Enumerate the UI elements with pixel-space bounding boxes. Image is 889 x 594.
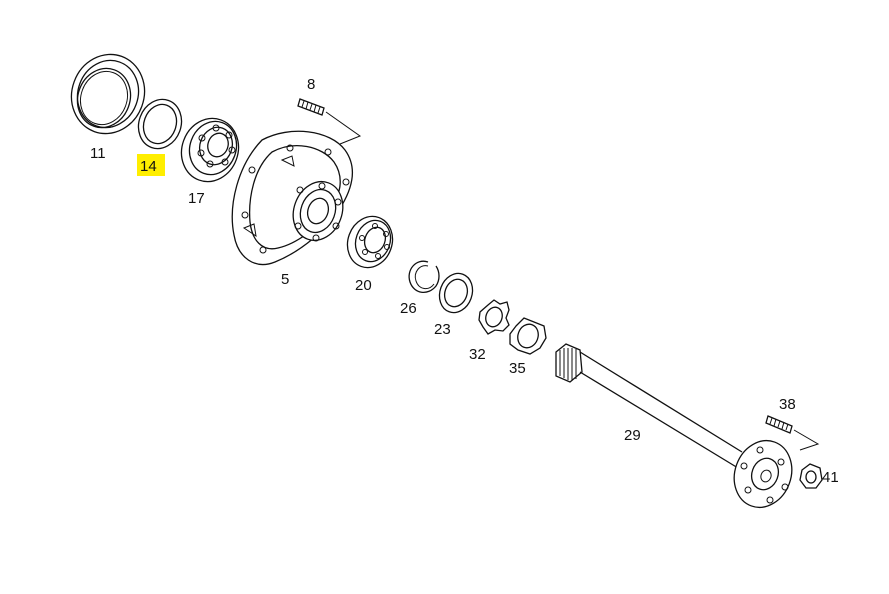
part-38-stud[interactable]: [765, 415, 820, 451]
label-26[interactable]: 26: [400, 300, 417, 317]
label-20[interactable]: 20: [355, 277, 372, 294]
part-41-wheel-nut[interactable]: [799, 463, 823, 489]
part-23-washer[interactable]: [434, 269, 478, 318]
label-11[interactable]: 11: [90, 145, 106, 162]
label-5[interactable]: 5: [281, 271, 289, 288]
label-35[interactable]: 35: [509, 360, 526, 377]
part-26-snap-ring[interactable]: [408, 260, 440, 293]
part-14-sealing-ring[interactable]: [132, 93, 189, 154]
label-29[interactable]: 29: [624, 427, 641, 444]
part-32-lock-washer[interactable]: [478, 299, 510, 335]
highlight-marker: [137, 154, 165, 176]
part-8-stud[interactable]: [297, 98, 362, 145]
part-17-bearing[interactable]: [173, 110, 248, 189]
part-35-nut[interactable]: [509, 317, 547, 355]
part-29-axle-shaft[interactable]: [555, 343, 801, 516]
label-32[interactable]: 32: [469, 346, 486, 363]
part-5-hub-flange[interactable]: [231, 130, 354, 266]
label-17[interactable]: 17: [188, 190, 205, 207]
part-20-bearing[interactable]: [340, 210, 399, 274]
label-14[interactable]: 14: [140, 158, 157, 175]
label-23[interactable]: 23: [434, 321, 451, 338]
part-11-seal-cover[interactable]: [60, 44, 155, 144]
label-8[interactable]: 8: [307, 76, 315, 93]
label-38[interactable]: 38: [779, 396, 796, 413]
label-41[interactable]: 41: [822, 469, 839, 486]
